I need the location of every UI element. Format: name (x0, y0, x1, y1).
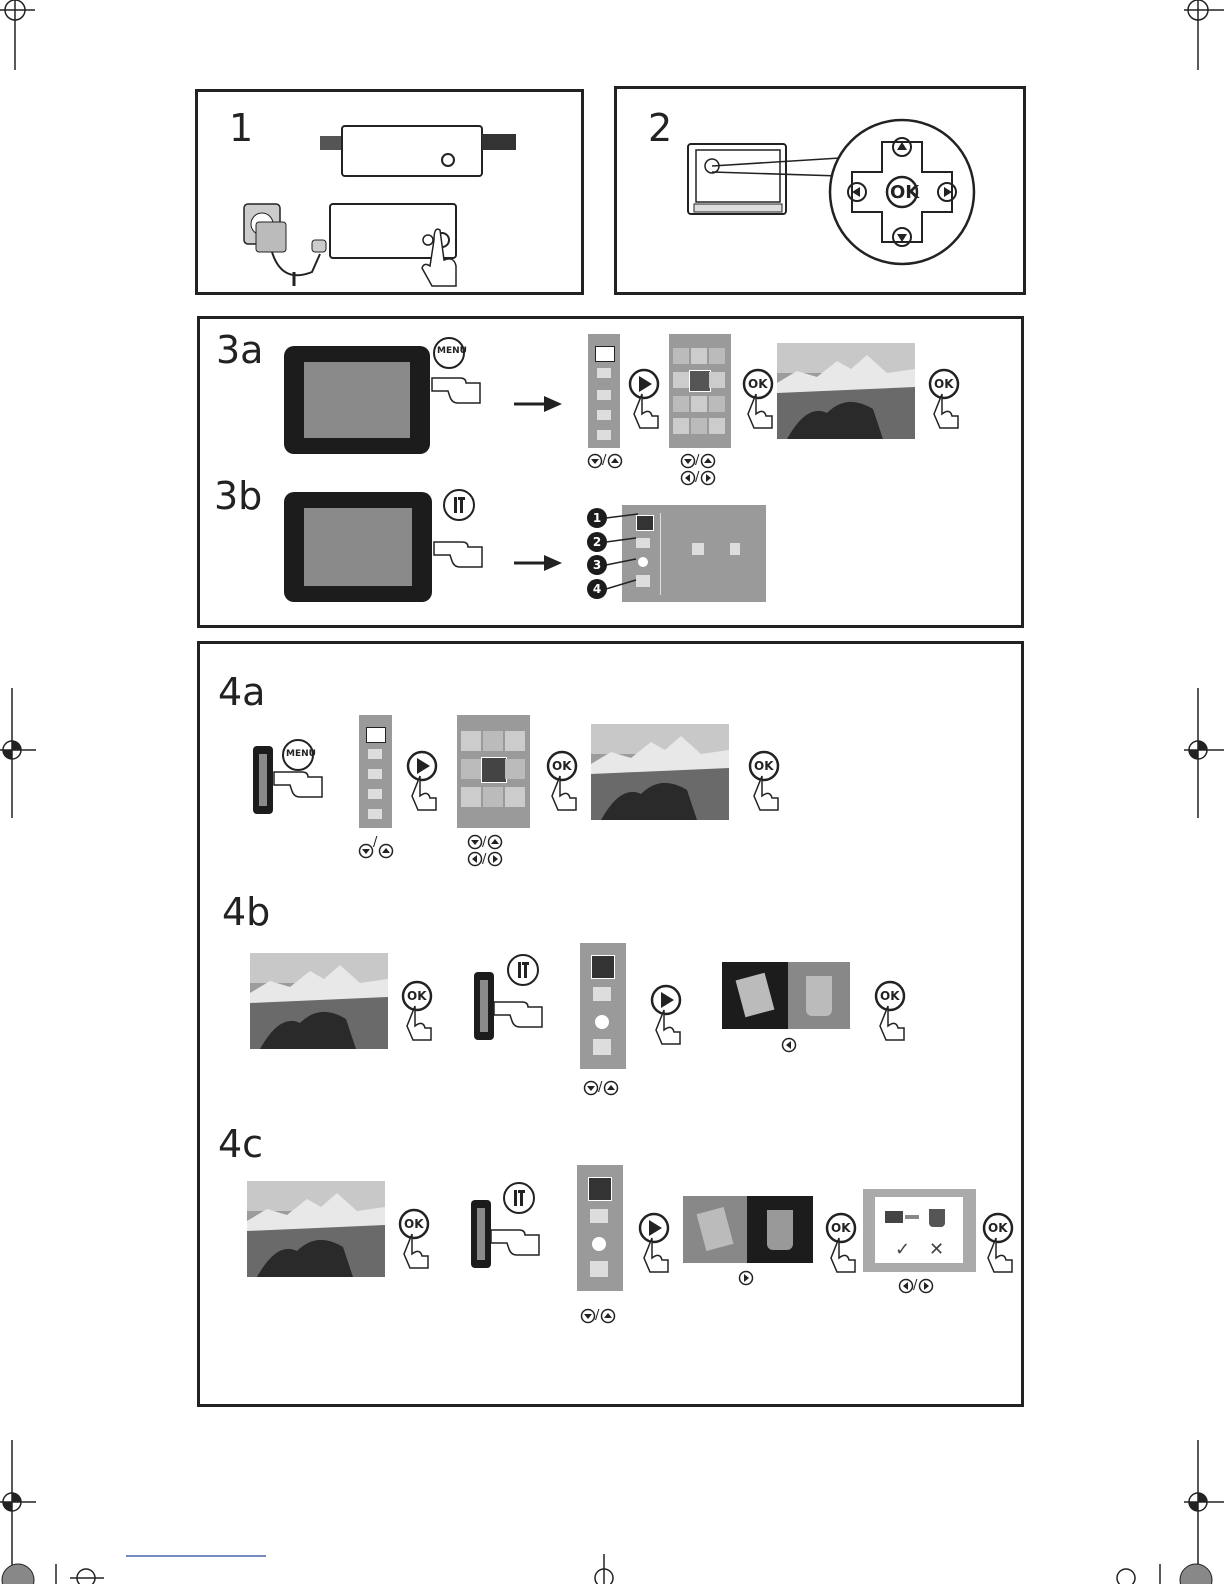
confirm-dialog-4c: ✓ ✕ (863, 1189, 976, 1272)
check-icon: ✓ (895, 1239, 910, 1260)
caption-4a-grid-down-up: / (482, 835, 486, 850)
registration-mark-mid-right (1184, 688, 1224, 818)
step-4b-label: 4b (222, 890, 270, 934)
play-button-4c (638, 1212, 678, 1272)
step-3b-label: 3b (214, 474, 262, 518)
ok-label-4b-1: OK (407, 989, 427, 1003)
landscape-photo-4c (247, 1181, 385, 1277)
trash-icon (788, 962, 850, 1029)
callout-2: 2 (587, 532, 607, 552)
pointing-hand-3b (432, 534, 492, 570)
arrow-right-3b (514, 553, 564, 573)
registration-mark-bottom-right (1184, 1440, 1224, 1570)
callout-4: 4 (587, 579, 607, 599)
landscape-photo-3a (777, 343, 915, 439)
left-button-caption-4b (781, 1037, 797, 1053)
dpad-ok-label: OK (890, 182, 919, 203)
play-button-4b (650, 984, 690, 1044)
callout-1: 1 (587, 508, 607, 528)
ok-label-4c-1: OK (404, 1217, 424, 1231)
registration-mark-mid-left (0, 688, 40, 818)
ok-label-4c-3: OK (988, 1221, 1008, 1235)
caption-4b-down-up: / (598, 1080, 602, 1095)
settings-tools-icon (442, 488, 482, 528)
ok-label-3a-1: OK (748, 377, 768, 391)
frame-side-4a (253, 746, 273, 814)
caption-4c-down-up: / (595, 1308, 599, 1323)
right-button-caption-4c (738, 1270, 754, 1286)
ok-label-4a-2: OK (754, 759, 774, 773)
menu-strip-3a (588, 334, 620, 448)
arrow-right-3a (514, 394, 564, 414)
step-3a-label: 3a (216, 328, 263, 372)
pointing-hand-4c (489, 1222, 549, 1258)
registration-mark-top-left (0, 0, 40, 70)
photo-frame-power-button (326, 200, 466, 290)
callout-3-text: 3 (593, 558, 601, 572)
caption-4a-down-up: / (373, 835, 377, 850)
frame-3a (284, 346, 430, 454)
menu-label-4a: MENU (286, 749, 316, 759)
caption-4a-grid-left-right: / (482, 852, 486, 867)
settings-strip-4c (577, 1165, 623, 1291)
ok-label-4c-2: OK (831, 1221, 851, 1235)
caption-3a-grid-left-right: / (695, 470, 699, 485)
step-1-label: 1 (229, 106, 253, 150)
thumbnail-grid-4a (457, 715, 530, 828)
frame-3b (284, 492, 432, 602)
thumbnail-grid-3a (669, 334, 731, 448)
ok-label-3a-2: OK (934, 377, 954, 391)
frame-side-4b (474, 972, 494, 1040)
option-panel-4b (722, 962, 850, 1029)
callout-1-text: 1 (593, 511, 601, 525)
callout-4-text: 4 (593, 582, 601, 596)
option-panel-4c (683, 1196, 813, 1263)
caption-3a-grid-down-up: / (695, 453, 699, 468)
registration-mark-bottom-left (0, 1440, 40, 1570)
bottom-trim-marks (0, 1554, 1224, 1584)
ok-label-4b-2: OK (880, 989, 900, 1003)
menu-label-3a: MENU (437, 346, 467, 356)
caption-4c-left-right: / (913, 1278, 917, 1293)
cross-icon: ✕ (929, 1239, 944, 1260)
menu-strip-4a (359, 715, 392, 828)
settings-button-4c (502, 1181, 542, 1221)
dpad-icon (700, 120, 960, 270)
callout-3: 3 (587, 555, 607, 575)
step-4c-label: 4c (218, 1122, 263, 1166)
landscape-photo-4a (591, 724, 729, 820)
ok-label-4a-1: OK (552, 759, 572, 773)
play-button-4a (406, 750, 446, 810)
pointing-hand-icon (430, 370, 490, 406)
photo-frame-side-view (318, 122, 518, 182)
pointing-hand-4b (492, 994, 552, 1030)
callout-2-text: 2 (593, 535, 601, 549)
step-4a-label: 4a (218, 670, 265, 714)
step-2-label: 2 (648, 106, 672, 150)
settings-button-4b (506, 953, 546, 993)
pointing-hand-4a (272, 764, 332, 800)
play-button-icon (628, 368, 668, 428)
caption-3a-down-up: / (602, 453, 606, 468)
photo-icon (722, 962, 788, 1029)
registration-mark-top-right (1184, 0, 1224, 70)
landscape-photo-4b (250, 953, 388, 1049)
settings-strip-4b (580, 943, 626, 1069)
callout-leader-lines (606, 512, 646, 602)
frame-side-4c (471, 1200, 491, 1268)
